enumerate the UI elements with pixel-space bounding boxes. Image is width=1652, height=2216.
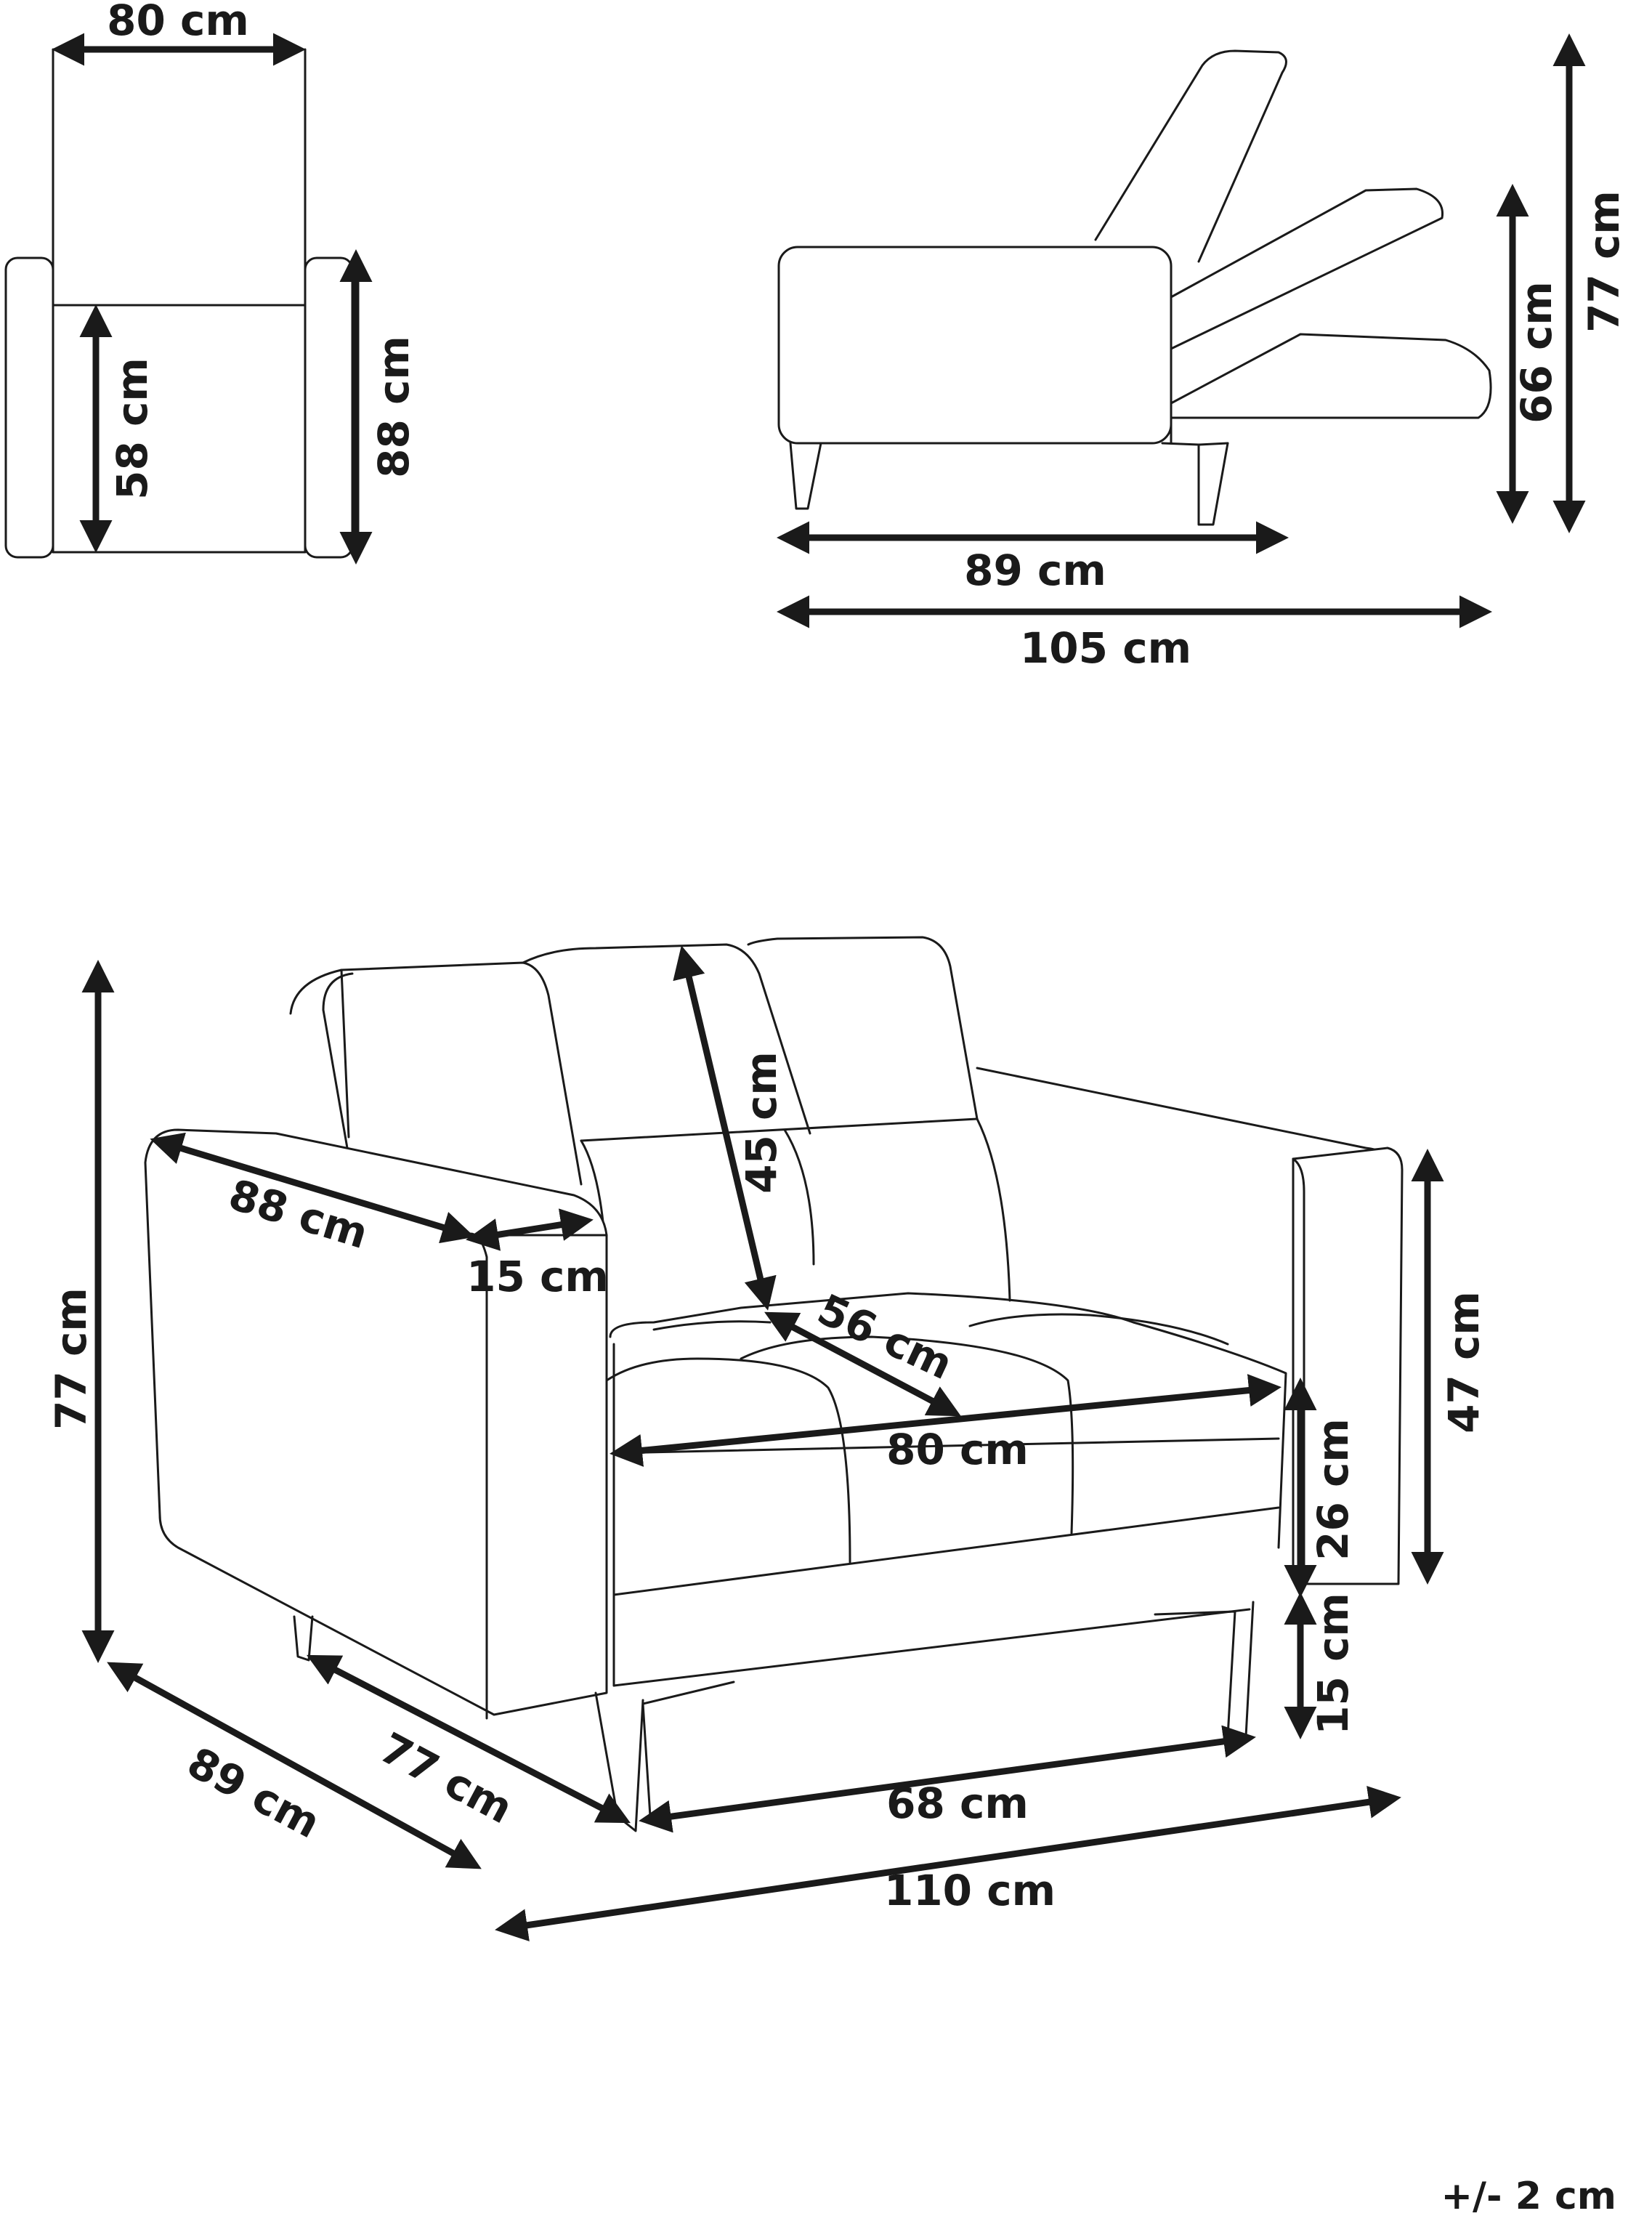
side-view-drawing <box>777 49 1492 526</box>
top-seat-depth-label: 58 cm <box>108 357 157 500</box>
front-view-drawing <box>144 936 1404 1832</box>
front-seat-height-label: 26 cm <box>1308 1418 1358 1561</box>
top-total-depth-label: 88 cm <box>369 336 418 478</box>
front-total-width-label: 110 cm <box>884 1866 1056 1915</box>
side-depth-label: 89 cm <box>964 546 1106 595</box>
front-total-height-label: 77 cm <box>46 1287 96 1430</box>
front-inner-depth-label: 77 cm <box>372 1723 521 1833</box>
front-inner-width-label: 68 cm <box>886 1779 1029 1828</box>
front-backrest-height-arrow <box>673 945 777 1311</box>
front-seat-width-arrow <box>610 1374 1281 1467</box>
side-extended-depth-label: 105 cm <box>1020 623 1191 673</box>
front-backrest-height-label: 45 cm <box>737 1051 786 1194</box>
front-seat-width-label: 80 cm <box>886 1425 1029 1474</box>
top-view-drawing <box>4 48 354 559</box>
front-depth-label: 89 cm <box>179 1737 328 1848</box>
front-arm-height-label: 47 cm <box>1439 1291 1489 1433</box>
front-armrest-width-label: 15 cm <box>466 1252 609 1301</box>
front-armrest-width-arrow <box>466 1208 594 1251</box>
front-armrest-length-arrow <box>150 1132 475 1244</box>
tolerance-label: +/- 2 cm <box>1441 2175 1616 2216</box>
side-reclined-height-label: 66 cm <box>1512 281 1561 424</box>
top-width-label: 80 cm <box>107 0 249 45</box>
front-leg-height-label: 15 cm <box>1308 1593 1358 1735</box>
side-total-height-label: 77 cm <box>1579 190 1629 333</box>
front-depth-arrow <box>107 1662 482 1869</box>
front-total-width-arrow <box>495 1785 1401 1942</box>
